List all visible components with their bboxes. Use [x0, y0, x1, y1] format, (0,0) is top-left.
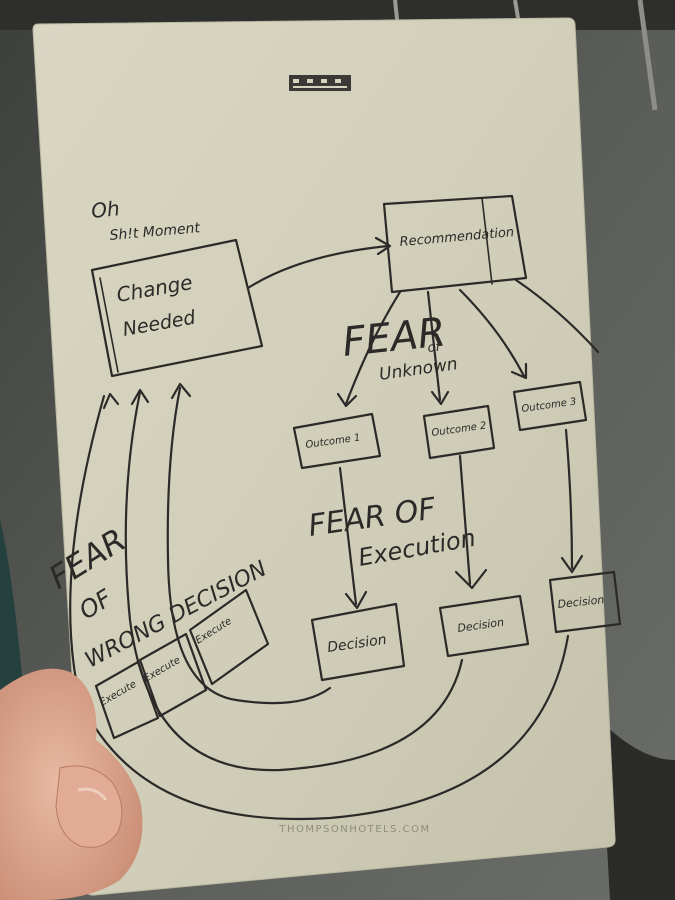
loop-decision-3: [69, 394, 570, 821]
loop-decision-1: [166, 386, 332, 705]
arrowhead: [336, 392, 358, 408]
notepad-sheet: [32, 17, 616, 896]
arrowhead: [344, 590, 368, 610]
hotel-logo: [289, 75, 351, 91]
fear-unknown-of: of: [427, 339, 443, 355]
arrowhead: [454, 568, 488, 590]
oh-label: Oh: [90, 196, 121, 223]
arrowhead: [510, 362, 528, 380]
arrow-to-decision-1: [338, 466, 358, 606]
decision-2-box: [438, 594, 530, 658]
decision-3-box: [548, 570, 622, 634]
outcome-1-box: [292, 412, 382, 470]
thumbnail: [77, 787, 108, 801]
execute-2-box: [138, 632, 208, 718]
moment-label: Sh!t Moment: [109, 220, 201, 244]
recommendation-box-fold: [481, 197, 493, 285]
chair-leg: [637, 0, 658, 111]
execute-3-box: [188, 588, 270, 686]
arrow-to-recommendation: [246, 244, 390, 290]
decision-3-label: Decision: [557, 593, 605, 611]
box-edge: [99, 277, 119, 373]
arrow-off-page: [514, 278, 600, 354]
execute-1-box: [94, 660, 160, 740]
arrowhead: [430, 390, 450, 406]
outcome-2-box: [422, 404, 496, 460]
footer-url: THOMPSONHOTELS.COM: [278, 824, 430, 835]
arrow-to-decision-2: [458, 454, 472, 586]
recommendation-box: [382, 194, 528, 294]
change-needed-box: [90, 238, 264, 378]
arrowhead: [130, 388, 150, 406]
thumb: [55, 765, 123, 848]
outcome-3-box: [512, 380, 588, 432]
arrowhead: [374, 236, 392, 256]
decision-1-box: [310, 602, 406, 682]
dark-shoe: [600, 720, 675, 900]
arrowhead: [560, 554, 584, 574]
arrow-to-outcome-3: [458, 288, 526, 378]
arrow-to-decision-3: [564, 428, 574, 570]
fear-unknown-big: FEAR: [340, 309, 448, 366]
arrowhead: [170, 382, 192, 400]
decision-2-label: Decision: [457, 616, 505, 635]
arrow-to-outcome-1: [344, 290, 402, 406]
loop-decision-2: [124, 390, 464, 772]
arrow-to-outcome-2: [426, 290, 442, 402]
arrowhead: [102, 392, 120, 410]
